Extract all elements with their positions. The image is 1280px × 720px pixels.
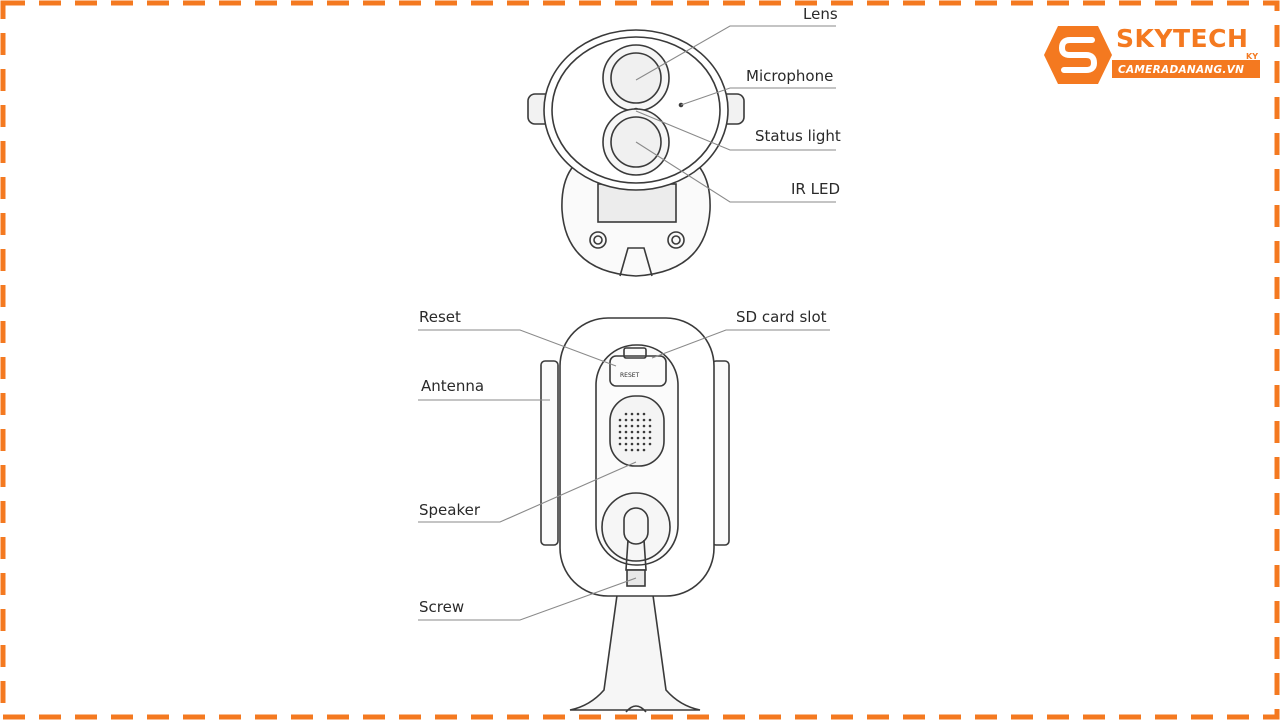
label-reset: Reset bbox=[419, 308, 461, 326]
label-status-light: Status light bbox=[755, 127, 841, 145]
label-screw: Screw bbox=[419, 598, 465, 616]
label-lens: Lens bbox=[803, 5, 838, 23]
leader-lines bbox=[418, 25, 836, 621]
label-sd-card-slot: SD card slot bbox=[736, 308, 827, 326]
label-ir-led: IR LED bbox=[791, 180, 840, 198]
brand-badge: KY bbox=[1246, 52, 1258, 61]
label-microphone: Microphone bbox=[746, 67, 834, 85]
label-antenna: Antenna bbox=[421, 377, 485, 395]
label-speaker: Speaker bbox=[419, 501, 481, 519]
skytech-logo: SKYTECH KY CAMERADANANG.VN bbox=[1040, 22, 1264, 88]
skytech-logo-mark bbox=[1044, 26, 1260, 84]
camera-front-view bbox=[527, 29, 745, 277]
reset-panel-text: RESET bbox=[620, 372, 640, 379]
brand-name: SKYTECH bbox=[1116, 24, 1249, 53]
speaker-grille bbox=[618, 412, 652, 452]
brand-website: CAMERADANANG.VN bbox=[1118, 64, 1245, 76]
camera-back-view bbox=[540, 317, 730, 713]
